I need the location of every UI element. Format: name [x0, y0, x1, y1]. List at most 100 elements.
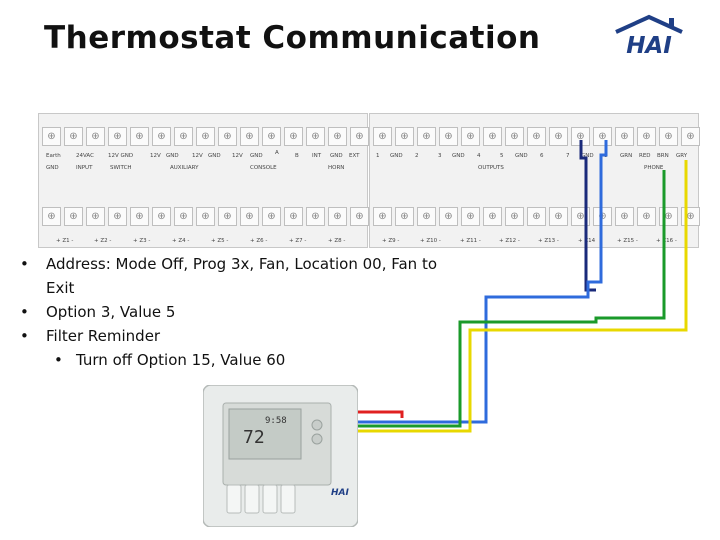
terminal-screw: ⊕ — [395, 207, 414, 226]
terminal-screw: ⊕ — [659, 127, 678, 146]
terminal-screw: ⊕ — [637, 127, 656, 146]
terminal-strip-bottom-left: ⊕⊕⊕⊕⊕⊕⊕⊕⊕⊕⊕⊕⊕⊕⊕ — [42, 207, 369, 226]
zone-label: + Z4 - — [172, 238, 190, 244]
terminal-label: 7 — [566, 153, 570, 159]
terminal-label: GND — [166, 153, 179, 159]
terminal-screw: ⊕ — [350, 127, 369, 146]
group-label: HORN — [328, 165, 345, 171]
terminal-screw: ⊕ — [262, 207, 281, 226]
terminal-screw: ⊕ — [373, 127, 392, 146]
terminal-screw: ⊕ — [417, 207, 436, 226]
terminal-label: B — [295, 153, 299, 159]
terminal-label: GND — [581, 153, 594, 159]
zone-label: + Z16 - — [656, 238, 677, 244]
bullet-list: Address: Mode Off, Prog 3x, Fan, Locatio… — [20, 252, 440, 372]
thermostat-key — [262, 484, 278, 514]
thermostat-key — [226, 484, 242, 514]
terminal-screw: ⊕ — [152, 127, 171, 146]
terminal-label: 2 — [415, 153, 419, 159]
zone-label: + Z11 - — [460, 238, 481, 244]
sub-bullet-item: Turn off Option 15, Value 60 — [20, 348, 440, 372]
terminal-label: GND — [390, 153, 403, 159]
terminal-screw: ⊕ — [174, 207, 193, 226]
zone-label: + Z2 - — [94, 238, 112, 244]
terminal-screw: ⊕ — [86, 127, 105, 146]
wire-green — [352, 170, 666, 428]
terminal-label: 12V — [150, 153, 161, 159]
group-label: GND — [46, 165, 59, 171]
thermostat-device: 72 9:58 HAI — [203, 385, 358, 527]
thermostat-button-down — [311, 433, 323, 445]
thermostat-key — [280, 484, 296, 514]
zone-label: + Z3 - — [133, 238, 151, 244]
bullet-item: Option 3, Value 5 — [20, 300, 440, 324]
terminal-label: A — [275, 150, 279, 156]
terminal-screw: ⊕ — [262, 127, 281, 146]
terminal-label: 5 — [500, 153, 504, 159]
zone-label: + Z5 - — [211, 238, 229, 244]
terminal-screw: ⊕ — [240, 127, 259, 146]
terminal-screw: ⊕ — [284, 207, 303, 226]
terminal-screw: ⊕ — [505, 127, 524, 146]
thermostat-clock: 9:58 — [265, 416, 287, 426]
group-label: CONSOLE — [250, 165, 277, 171]
terminal-label: GND — [515, 153, 528, 159]
terminal-strip-top-left: ⊕⊕⊕⊕⊕⊕⊕⊕⊕⊕⊕⊕⊕⊕⊕ — [42, 127, 369, 146]
terminal-label: GND — [208, 153, 221, 159]
terminal-screw: ⊕ — [86, 207, 105, 226]
wire-blue — [352, 140, 608, 424]
terminal-label: GRN — [620, 153, 633, 159]
zone-label: + Z10 - — [420, 238, 441, 244]
terminal-screw: ⊕ — [483, 207, 502, 226]
group-label: SWITCH — [110, 165, 132, 171]
zone-label: + Z9 - — [382, 238, 400, 244]
terminal-strip-top-right: ⊕⊕⊕⊕⊕⊕⊕⊕⊕⊕⊕⊕⊕⊕⊕ — [373, 127, 700, 146]
slide-title: Thermostat Communication — [44, 20, 541, 56]
terminal-screw: ⊕ — [439, 207, 458, 226]
terminal-screw: ⊕ — [395, 127, 414, 146]
zone-label: + Z13 - — [538, 238, 559, 244]
wire-navy — [579, 140, 596, 292]
terminal-screw: ⊕ — [196, 207, 215, 226]
terminal-screw: ⊕ — [549, 127, 568, 146]
bullet-item: Address: Mode Off, Prog 3x, Fan, Locatio… — [20, 252, 440, 300]
terminal-label: 12V — [232, 153, 243, 159]
bullet-item: Filter Reminder — [20, 324, 440, 348]
terminal-screw: ⊕ — [108, 207, 127, 226]
terminal-screw: ⊕ — [549, 207, 568, 226]
terminal-screw: ⊕ — [417, 127, 436, 146]
terminal-screw: ⊕ — [152, 207, 171, 226]
terminal-screw: ⊕ — [64, 127, 83, 146]
terminal-screw: ⊕ — [461, 127, 480, 146]
terminal-screw: ⊕ — [461, 207, 480, 226]
zone-label: + Z8 - — [328, 238, 346, 244]
group-label: AUXILIARY — [170, 165, 199, 171]
terminal-screw: ⊕ — [615, 207, 634, 226]
terminal-screw: ⊕ — [174, 127, 193, 146]
terminal-screw: ⊕ — [64, 207, 83, 226]
thermostat-key — [244, 484, 260, 514]
zone-label: + Z1 - — [56, 238, 74, 244]
terminal-screw: ⊕ — [306, 207, 325, 226]
zone-label: + Z6 - — [250, 238, 268, 244]
group-label: INPUT — [76, 165, 93, 171]
terminal-label: 3 — [438, 153, 442, 159]
wire-yellow — [352, 160, 688, 433]
terminal-label: BRN — [657, 153, 669, 159]
terminal-label: GND — [250, 153, 263, 159]
terminal-screw: ⊕ — [108, 127, 127, 146]
terminal-label: EXT — [349, 153, 360, 159]
terminal-screw: ⊕ — [218, 127, 237, 146]
terminal-screw: ⊕ — [42, 127, 61, 146]
terminal-label: GND — [330, 153, 343, 159]
terminal-screw: ⊕ — [350, 207, 369, 226]
terminal-screw: ⊕ — [240, 207, 259, 226]
zone-label: + Z7 - — [289, 238, 307, 244]
terminal-screw: ⊕ — [483, 127, 502, 146]
terminal-label: 1 — [376, 153, 380, 159]
wire-red — [352, 410, 404, 418]
terminal-label: INT — [312, 153, 322, 159]
terminal-screw: ⊕ — [505, 207, 524, 226]
thermostat-temperature: 72 — [243, 427, 265, 448]
